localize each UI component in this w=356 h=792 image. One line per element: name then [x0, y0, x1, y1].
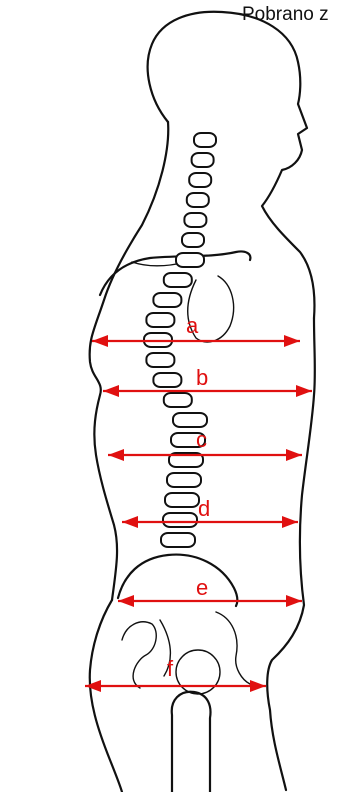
label-d: d — [198, 496, 210, 521]
measurement-b: b — [103, 365, 312, 397]
measurement-f: f — [85, 656, 266, 692]
measurement-c: c — [108, 427, 302, 461]
label-f: f — [167, 656, 174, 681]
label-c: c — [196, 427, 207, 452]
measurement-e: e — [118, 575, 302, 607]
label-b: b — [196, 365, 208, 390]
measurement-d: d — [122, 496, 298, 528]
measurement-a: a — [92, 313, 300, 347]
label-e: e — [196, 575, 208, 600]
label-a: a — [186, 313, 199, 338]
